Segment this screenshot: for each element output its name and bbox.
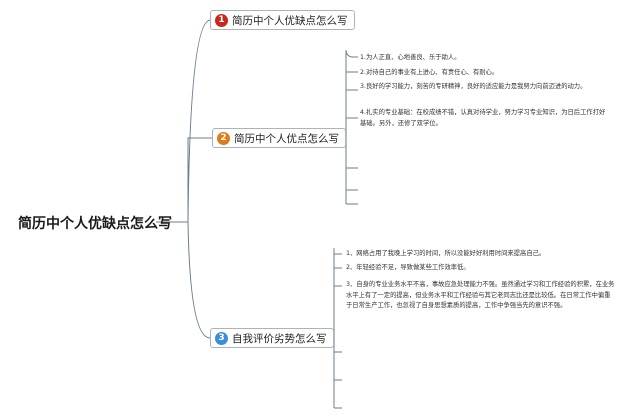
weakness-note-2[interactable]: 2、年轻经验不足，导致做某些工作效率低。 — [346, 264, 470, 271]
number-badge-3: 3 — [215, 331, 228, 345]
topic-2[interactable]: 2 简历中个人优点怎么写 — [212, 128, 346, 148]
root-topic[interactable]: 简历中个人优缺点怎么写 — [18, 216, 172, 232]
strength-note-1[interactable]: 1.为人正直、心地善良、乐于助人。 — [360, 54, 461, 61]
topic-3-label: 自我评价劣势怎么写 — [232, 332, 327, 345]
weakness-note-3[interactable]: 3、自身的专业业务水平不高，事故应急处理能力不强。虽然通过学习和工作经验的积累，… — [346, 281, 615, 309]
number-badge-2: 2 — [217, 131, 230, 145]
strength-note-4[interactable]: 4.扎实的专业基础：在校成绩不错，认真对待学业，努力学习专业知识，为日后工作打好… — [360, 109, 606, 127]
weakness-note-1[interactable]: 1、网络占用了我晚上学习的时间，所以没能好好利用时间来提高自己。 — [346, 250, 546, 257]
strength-note-3[interactable]: 3.良好的学习能力，刻苦的专研精神，良好的适应能力是我努力向前迈进的动力。 — [360, 83, 587, 90]
topic-2-label: 简历中个人优点怎么写 — [234, 132, 339, 145]
topic-1-label: 简历中个人优缺点怎么写 — [232, 14, 348, 27]
topic-1[interactable]: 1 简历中个人优缺点怎么写 — [210, 10, 355, 30]
topic-3[interactable]: 3 自我评价劣势怎么写 — [210, 328, 334, 348]
strength-note-2[interactable]: 2.对待自己的事业有上进心、有责任心、有耐心。 — [360, 69, 499, 76]
number-badge-1: 1 — [215, 13, 228, 27]
